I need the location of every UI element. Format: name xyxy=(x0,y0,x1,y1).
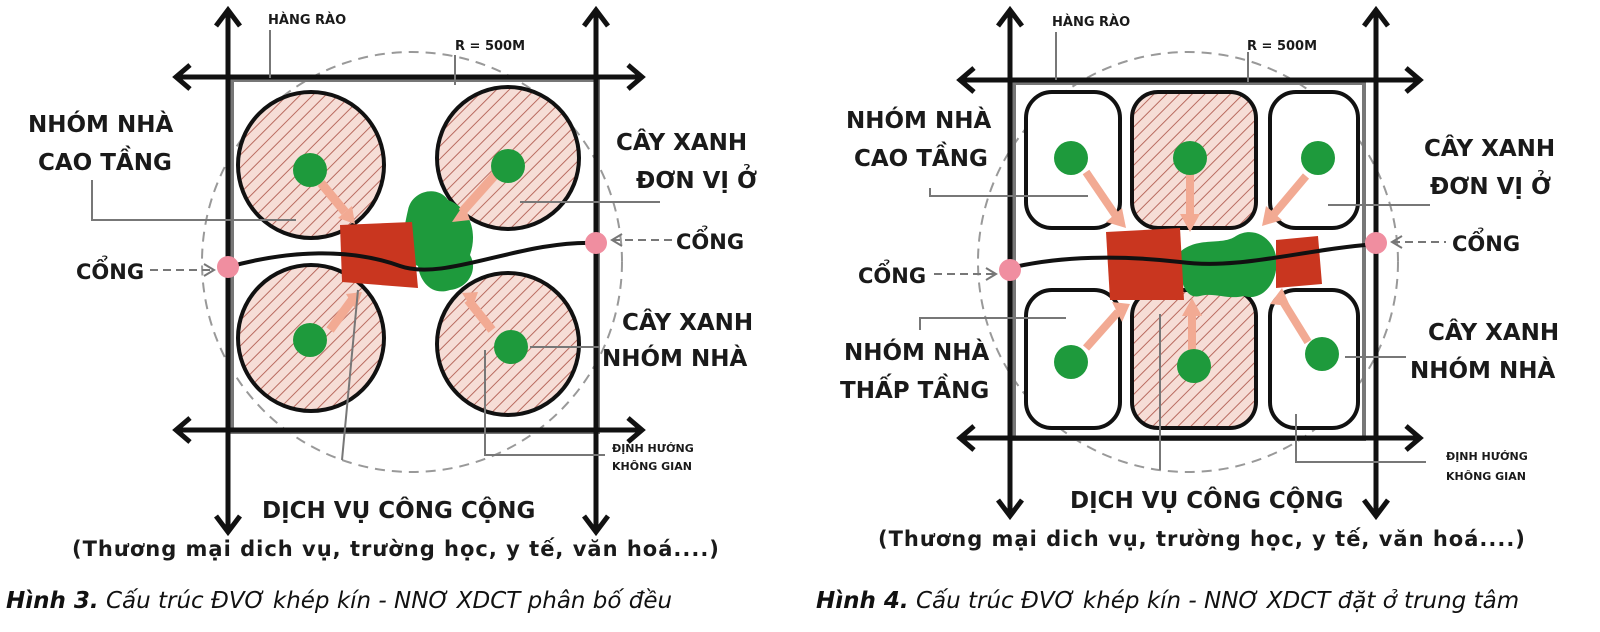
axis-arrows xyxy=(178,12,640,530)
unit-green-label-line2: ĐƠN VỊ Ở xyxy=(1430,170,1551,200)
highrise-label-line2: CAO TẦNG xyxy=(38,145,172,176)
gate-icon xyxy=(585,232,607,254)
leader-lines xyxy=(91,30,660,461)
lowrise-label-line1: NHÓM NHÀ xyxy=(844,338,989,366)
gate-icon xyxy=(999,259,1021,281)
orientation-label-line1: ĐỊNH HƯỚNG xyxy=(1446,450,1528,463)
arrowhead-icon xyxy=(985,235,1403,281)
arrowhead-icon xyxy=(1106,206,1290,322)
gate-leader-arrows xyxy=(934,241,1446,275)
radius-label: R = 500M xyxy=(455,39,525,54)
arrowhead-icon xyxy=(956,5,1424,521)
figure-3-caption-text: Cấu trúc ĐVƠ khép kín - NNƠ XDCT phân bố… xyxy=(105,588,673,614)
figure-4: HÀNG RÀO R = 500M NHÓM NHÀ CAO TẦNG CÂY … xyxy=(840,5,1559,551)
main-road xyxy=(227,240,597,272)
public-service-detail: (Thương mại dich vụ, trường học, y tế, v… xyxy=(878,527,1526,551)
gate-icon xyxy=(1365,232,1387,254)
lowrise-label-line2: THẤP TẦNG xyxy=(840,373,989,404)
orientation-label-line1: ĐỊNH HƯỚNG xyxy=(612,442,694,455)
figure-4-caption: Hình 4. Cấu trúc ĐVƠ khép kín - NNƠ XDCT… xyxy=(816,588,1519,614)
leader-lines xyxy=(919,32,1430,470)
arrowhead-icon xyxy=(203,233,623,277)
group-green-dots xyxy=(1054,141,1339,383)
gate-leader-arrows xyxy=(150,239,672,271)
gate-right-label: CỔNG xyxy=(1452,227,1520,256)
gate-left-label: CỔNG xyxy=(76,255,144,284)
orientation-label-line2: KHÔNG GIAN xyxy=(612,460,692,473)
main-road xyxy=(1009,242,1377,270)
gate-left-label: CỔNG xyxy=(858,259,926,288)
figure-3-caption-number: Hình 3. xyxy=(6,588,99,614)
fence-label: HÀNG RÀO xyxy=(1052,14,1130,30)
arrowhead-icon xyxy=(172,5,646,537)
fence-label: HÀNG RÀO xyxy=(268,12,346,28)
public-service-detail: (Thương mại dich vụ, trường học, y tế, v… xyxy=(72,537,720,561)
radius-circle xyxy=(977,51,1399,473)
group-green-dots xyxy=(293,149,528,364)
group-green-label-line1: CÂY XANH xyxy=(622,308,753,336)
group-green-label-line1: CÂY XANH xyxy=(1428,318,1559,346)
public-service-label: DỊCH VỤ CÔNG CỘNG xyxy=(262,496,535,524)
public-service-label: DỊCH VỤ CÔNG CỘNG xyxy=(1070,486,1343,514)
figure-4-caption-text: Cấu trúc ĐVƠ khép kín - NNƠ XDCT đặt ở t… xyxy=(915,588,1520,614)
figure-3-caption: Hình 3. Cấu trúc ĐVƠ khép kín - NNƠ XDCT… xyxy=(6,588,672,614)
unit-green-label-line2: ĐƠN VỊ Ở xyxy=(636,164,757,194)
public-service-block xyxy=(1276,236,1322,288)
group-green-label-line2: NHÓM NHÀ xyxy=(602,344,747,372)
orientation-label-line2: KHÔNG GIAN xyxy=(1446,470,1526,483)
figure-3: HÀNG RÀO R = 500M NHÓM NHÀ CAO TẦNG CÂY … xyxy=(28,5,757,561)
public-service-block xyxy=(1106,228,1184,300)
highrise-label-line1: NHÓM NHÀ xyxy=(28,110,173,138)
unit-green-label-line1: CÂY XANH xyxy=(1424,134,1555,162)
figure-4-caption-number: Hình 4. xyxy=(816,588,909,614)
service-arrows xyxy=(1082,169,1312,351)
radius-circle xyxy=(201,51,623,473)
unit-green-label-line1: CÂY XANH xyxy=(616,128,747,156)
gate-right-label: CỔNG xyxy=(676,225,744,254)
highrise-label-line1: NHÓM NHÀ xyxy=(846,106,991,134)
public-service-block xyxy=(340,222,418,288)
group-green-label-line2: NHÓM NHÀ xyxy=(1410,356,1555,384)
highrise-label-line2: CAO TẦNG xyxy=(854,141,988,172)
radius-label: R = 500M xyxy=(1247,39,1317,54)
gate-icon xyxy=(217,256,239,278)
